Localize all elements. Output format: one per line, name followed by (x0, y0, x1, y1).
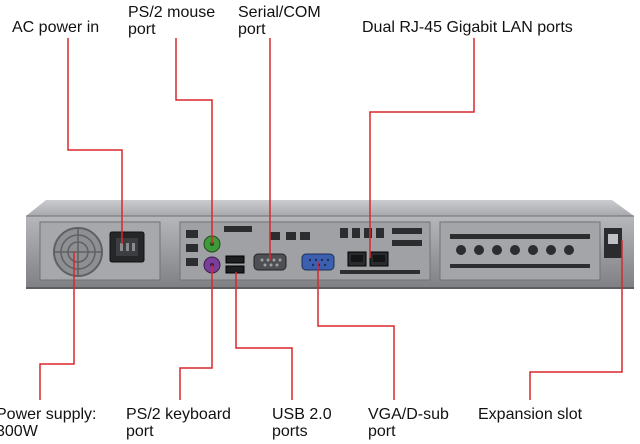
usb-port-1 (226, 256, 244, 263)
label-ps2-mouse-port: PS/2 mouse port (128, 4, 215, 38)
label-expansion-slot: Expansion slot (478, 406, 582, 423)
label-usb-ports: USB 2.0 ports (272, 406, 332, 440)
usb-port-2 (226, 266, 244, 273)
power-supply-unit (40, 222, 160, 280)
power-supply-fan-grille (54, 228, 102, 276)
label-ac-power-in: AC power in (12, 19, 99, 36)
label-dual-lan-ports: Dual RJ-45 Gigabit LAN ports (362, 19, 573, 36)
expansion-slot-bracket (440, 222, 622, 280)
leader-line-usb (236, 272, 292, 400)
io-panel (180, 222, 430, 280)
label-serial-com-port: Serial/COM port (238, 4, 321, 38)
label-ps2-keyboard-port: PS/2 keyboard port (126, 406, 231, 440)
label-vga-port: VGA/D-sub port (368, 406, 449, 440)
label-power-supply: Power supply: 300W (0, 406, 97, 440)
chassis-top-edge (26, 200, 634, 216)
